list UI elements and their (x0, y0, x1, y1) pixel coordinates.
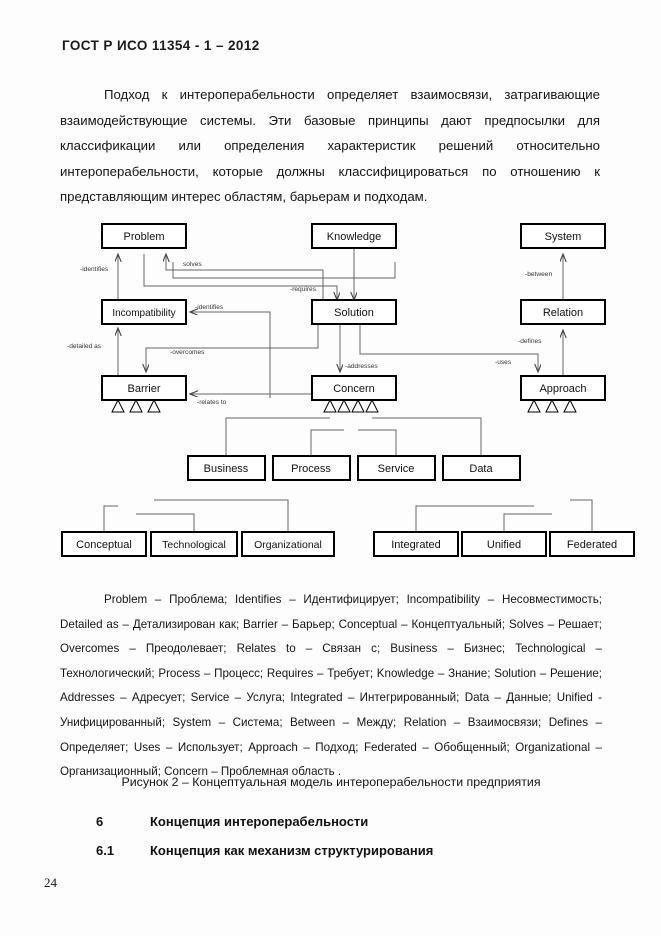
section-number-6-1: 6.1 (96, 843, 115, 858)
node-data[interactable]: Data (442, 455, 521, 481)
node-label-business: Business (204, 463, 249, 475)
edge-label-identifies-problem: -identifies (80, 266, 109, 273)
diagram-connectors (103, 248, 593, 532)
section-title-6-1: Концепция как механизм структурирования (150, 843, 434, 858)
node-label-conceptual: Conceptual (76, 539, 132, 551)
node-label-incompatibility: Incompatibility (112, 308, 175, 319)
node-unified[interactable]: Unified (461, 531, 547, 557)
node-barrier[interactable]: Barrier (101, 375, 187, 401)
node-concern[interactable]: Concern (311, 375, 397, 401)
node-label-barrier: Barrier (127, 383, 160, 395)
node-label-data: Data (469, 463, 493, 475)
section-heading-6: 6 Концепция интероперабельности (96, 814, 368, 829)
node-system[interactable]: System (520, 223, 606, 249)
section-heading-6-1: 6.1 Концепция как механизм структурирован… (96, 843, 433, 858)
page-number: 24 (44, 875, 57, 890)
edge-label-relates-to: -relates to (197, 399, 227, 406)
figure-legend: Problem – Проблема; Identifies – Идентиф… (60, 588, 602, 785)
node-label-problem: Problem (124, 231, 165, 243)
edge-label-requires: -requires (290, 286, 317, 293)
node-process[interactable]: Process (272, 455, 351, 481)
intro-paragraph-text: Подход к интероперабельности определяет … (60, 87, 600, 204)
node-technological[interactable]: Technological (150, 531, 238, 557)
node-knowledge[interactable]: Knowledge (311, 223, 397, 249)
node-approach[interactable]: Approach (520, 375, 606, 401)
section-number-6: 6 (96, 814, 104, 829)
node-label-approach: Approach (539, 383, 586, 395)
section-title-6: Концепция интероперабельности (150, 814, 369, 829)
diagram-nodes: Problem Knowledge System Incompatibility… (61, 223, 635, 557)
node-incompatibility[interactable]: Incompatibility (101, 299, 187, 325)
node-conceptual[interactable]: Conceptual (61, 531, 147, 557)
node-label-service: Service (378, 463, 415, 475)
node-label-unified: Unified (487, 539, 521, 551)
edge-label-solves: solves (183, 261, 202, 268)
node-label-relation: Relation (543, 307, 583, 319)
edge-label-between: -between (525, 271, 552, 278)
node-label-technological: Technological (162, 539, 226, 551)
node-solution[interactable]: Solution (311, 299, 397, 325)
edge-label-defines: -defines (518, 338, 542, 345)
node-label-federated: Federated (567, 539, 617, 551)
edge-label-uses: -uses (495, 359, 512, 366)
node-business[interactable]: Business (187, 455, 266, 481)
node-problem[interactable]: Problem (101, 223, 187, 249)
node-organizational[interactable]: Organizational (241, 531, 335, 557)
node-federated[interactable]: Federated (549, 531, 635, 557)
node-relation[interactable]: Relation (520, 299, 606, 325)
generalization-arrowheads (111, 398, 577, 413)
node-label-process: Process (291, 463, 331, 475)
edge-label-identifies-incompatibility: -identifies (195, 304, 224, 311)
intro-paragraph: Подход к интероперабельности определяет … (60, 82, 600, 210)
diagram-canvas: Problem Knowledge System Incompatibility… (61, 223, 635, 557)
node-service[interactable]: Service (357, 455, 436, 481)
node-label-solution: Solution (334, 307, 374, 319)
edge-label-detailed-as: -detailed as (67, 343, 102, 350)
edge-label-overcomes: -overcomes (170, 349, 205, 356)
node-label-integrated: Integrated (391, 539, 441, 551)
edge-label-addresses: -addresses (345, 363, 378, 370)
node-label-organizational: Organizational (254, 539, 322, 551)
node-label-system: System (545, 231, 582, 243)
figure-caption: Рисунок 2 – Концептуальная модель интеро… (121, 775, 541, 789)
document-standard-header: ГОСТ Р ИСО 11354 - 1 – 2012 (62, 38, 260, 53)
diagram-edge-labels: -identifies solves -requires -identifies… (67, 261, 552, 406)
figure-legend-text: Problem – Проблема; Identifies – Идентиф… (60, 593, 602, 779)
conceptual-model-diagram: Problem Knowledge System Incompatibility… (40, 218, 640, 578)
node-integrated[interactable]: Integrated (373, 531, 459, 557)
node-label-concern: Concern (333, 383, 375, 395)
node-label-knowledge: Knowledge (327, 231, 381, 243)
